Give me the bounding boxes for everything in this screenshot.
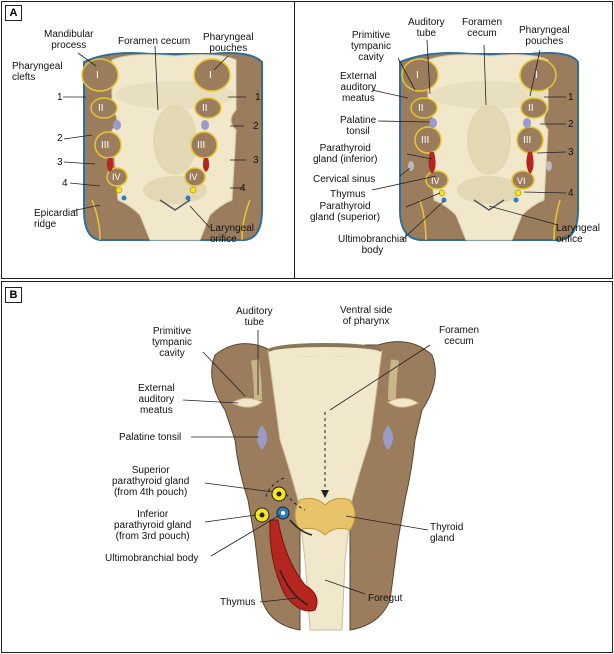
pouch-number-4-right: 4 <box>568 188 574 199</box>
label-thyroid-gland: Thyroid gland <box>430 522 464 544</box>
label-foramen-cecum-right: Foramen cecum <box>462 17 503 39</box>
label-pharyngeal-pouches-left: Pharyngeal pouches <box>203 32 254 54</box>
label-external-auditory-meatus-a: External auditory meatus <box>340 71 377 104</box>
pharynx-ventral-view-drawing <box>211 341 436 631</box>
pouch-number-1-left: 1 <box>255 92 261 103</box>
label-palatine-tonsil-b: Palatine tonsil <box>119 432 182 443</box>
arch-label-ii-b-right: II <box>528 103 534 114</box>
arch-label-i-right-side: I <box>209 70 212 81</box>
pouch-number-4-left: 4 <box>240 183 246 194</box>
arch-label-iv-left: IV <box>112 172 121 182</box>
panel-b <box>1 281 613 653</box>
arch-label-i-b-left: I <box>416 70 419 81</box>
arch-label-iii-right-side: III <box>197 140 206 151</box>
label-mandibular-process: Mandibular process <box>44 29 94 51</box>
left-pharyngeal-arches-drawing <box>81 52 263 241</box>
arch-label-ii-b-left: II <box>418 103 424 114</box>
label-ventral-side: Ventral side of pharynx <box>340 305 393 327</box>
label-pharyngeal-clefts: Pharyngeal clefts <box>12 61 63 83</box>
label-external-auditory-meatus-b: External auditory meatus <box>138 383 175 416</box>
label-parathyroid-superior-a: Parathyroid gland (superior) <box>310 201 381 223</box>
cleft-number-1: 1 <box>57 92 63 103</box>
label-foregut: Foregut <box>368 593 403 604</box>
arch-label-iv-b-left: IV <box>431 176 440 186</box>
pouch-number-2-right: 2 <box>568 119 574 130</box>
label-ultimobranchial-body-a: Ultimobranchial body <box>338 234 407 256</box>
label-primitive-tympanic-cavity-b: Primitive tympanic cavity <box>152 326 193 359</box>
arch-label-iii-b-left: III <box>421 135 430 146</box>
arch-label-iv-right-side: IV <box>189 172 198 182</box>
label-ultimobranchial-body-b: Ultimobranchial body <box>105 553 199 564</box>
cleft-number-4: 4 <box>62 178 68 189</box>
arch-label-iii-b-right: III <box>523 135 532 146</box>
label-pharyngeal-pouches-right: Pharyngeal pouches <box>519 25 570 47</box>
arch-label-i-b-right: I <box>535 70 538 81</box>
panel-a-divider <box>294 1 295 279</box>
pouch-number-3-left: 3 <box>253 155 259 166</box>
arch-label-vi-b-right: VI <box>517 176 526 186</box>
label-laryngeal-orifice-left: Laryngeal orifice <box>210 223 254 245</box>
cleft-number-2: 2 <box>57 133 63 144</box>
label-auditory-tube-b: Auditory tube <box>236 306 273 328</box>
label-epicardial-ridge: Epicardial ridge <box>34 208 78 230</box>
pouch-number-1-right: 1 <box>568 92 574 103</box>
panel-a-left-leader-lines <box>63 45 246 229</box>
label-parathyroid-inferior-a: Parathyroid gland (inferior) <box>313 143 378 165</box>
label-inferior-parathyroid: Inferior parathyroid gland (from 3rd pou… <box>114 509 192 542</box>
label-thymus-a: Thymus <box>330 189 366 200</box>
label-cervical-sinus: Cervical sinus <box>313 174 376 185</box>
panel-b-tag: B <box>5 287 22 303</box>
panel-a-tag: A <box>5 5 22 21</box>
panel-a <box>1 1 613 279</box>
label-foramen-cecum-left: Foramen cecum <box>118 36 191 47</box>
label-thymus-b: Thymus <box>220 597 256 608</box>
panel-a-right-leader-lines <box>371 39 567 241</box>
arch-label-ii-left: II <box>98 103 104 114</box>
label-superior-parathyroid: Superior parathyroid gland (from 4th pou… <box>112 465 190 498</box>
pouch-number-2-left: 2 <box>253 121 259 132</box>
label-primitive-tympanic-cavity-a: Primitive tympanic cavity <box>351 30 392 63</box>
label-laryngeal-orifice-right: Laryngeal orifice <box>556 223 600 245</box>
arch-label-iii-left: III <box>101 140 110 151</box>
pouch-number-3-right: 3 <box>568 147 574 158</box>
label-palatine-tonsil-a: Palatine tonsil <box>340 115 377 137</box>
panel-b-leader-lines <box>182 330 431 603</box>
arch-label-ii-right-side: II <box>202 103 208 114</box>
arch-label-i-left: I <box>96 70 99 81</box>
label-foramen-cecum-b: Foramen cecum <box>439 325 480 347</box>
label-auditory-tube-a: Auditory tube <box>408 17 445 39</box>
cleft-number-3: 3 <box>57 157 63 168</box>
